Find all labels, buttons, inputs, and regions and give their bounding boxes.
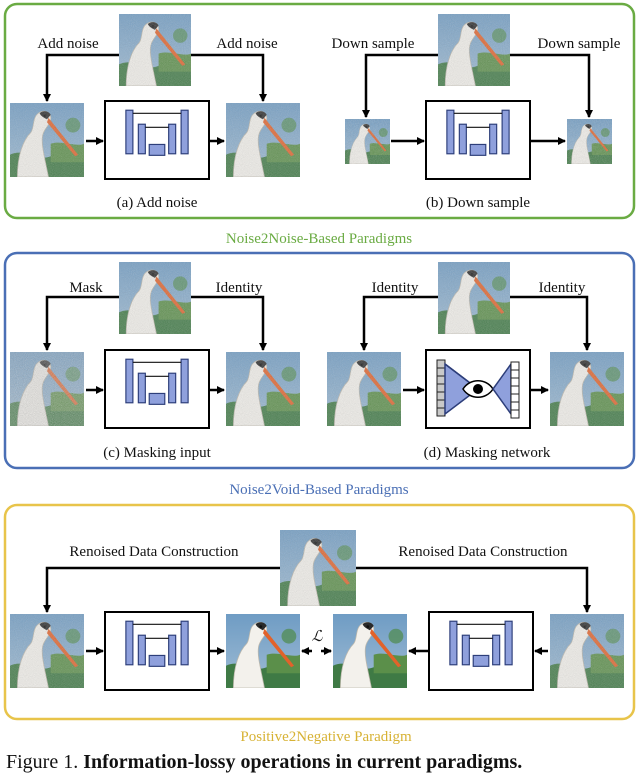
caption-b: (b) Down sample — [426, 195, 530, 211]
unet-box — [104, 611, 210, 691]
paradigms-figure: Noise2Noise-Based Paradigms Add noise Ad… — [3, 2, 636, 745]
label-p2n-right: Renoised Data Construction — [398, 544, 568, 560]
figure-caption: Figure 1. Information-lossy operations i… — [6, 751, 640, 773]
unet-box — [428, 611, 534, 691]
caption-c: (c) Masking input — [103, 445, 211, 461]
masking-network-icon — [425, 349, 531, 429]
arrow-icon — [43, 566, 280, 613]
noise2void-panel-border — [3, 251, 636, 470]
loss-symbol-icon: ℒ — [312, 629, 324, 645]
noise2noise-panel-title: Noise2Noise-Based Paradigms — [226, 231, 412, 247]
caption-a: (a) Add noise — [117, 195, 198, 211]
subfigure-b: Down sample Down sample (b) Down sample — [332, 14, 621, 211]
noise2noise-panel-border — [3, 2, 636, 220]
caption-prefix: Figure 1. — [6, 751, 79, 773]
arrow-icon — [356, 566, 591, 613]
label-a-right: Add noise — [216, 36, 278, 52]
arrow-icon — [362, 53, 438, 118]
arrow-icon — [43, 295, 119, 351]
arrow-icon — [43, 53, 119, 102]
arrow-icon — [360, 295, 438, 351]
arrow-icon — [510, 53, 593, 118]
positive2negative-panel-border — [3, 503, 636, 721]
arrow-icon — [510, 295, 591, 351]
label-b-right: Down sample — [538, 36, 621, 52]
label-d-left: Identity — [372, 280, 419, 296]
subfigure-c: Mask Identity (c) Masking input — [10, 262, 300, 461]
caption-bold: Information-lossy operations in current … — [83, 751, 523, 773]
unet-box — [104, 349, 210, 429]
label-p2n-left: Renoised Data Construction — [69, 544, 239, 560]
subfigure-a: Add noise Add noise (a) Add noise — [10, 14, 300, 211]
arrow-icon — [191, 53, 267, 102]
subfigure-d: Identity Identity (d) Masking network — [327, 262, 624, 461]
label-c-right: Identity — [216, 280, 263, 296]
unet-box — [104, 100, 210, 180]
label-b-left: Down sample — [332, 36, 415, 52]
noise2void-panel-title: Noise2Void-Based Paradigms — [229, 482, 408, 498]
bird-image-icon — [333, 614, 407, 688]
arrow-icon — [191, 295, 267, 351]
caption-d: (d) Masking network — [424, 445, 551, 461]
label-a-left: Add noise — [37, 36, 99, 52]
bird-image-icon — [226, 614, 300, 688]
unet-box — [425, 100, 531, 180]
label-d-right: Identity — [539, 280, 586, 296]
positive2negative-panel-title: Positive2Negative Paradigm — [240, 729, 412, 745]
label-c-left: Mask — [69, 280, 103, 296]
subfigure-positive2negative: ℒ Renoised Data Construction Renoised Da… — [10, 530, 624, 691]
